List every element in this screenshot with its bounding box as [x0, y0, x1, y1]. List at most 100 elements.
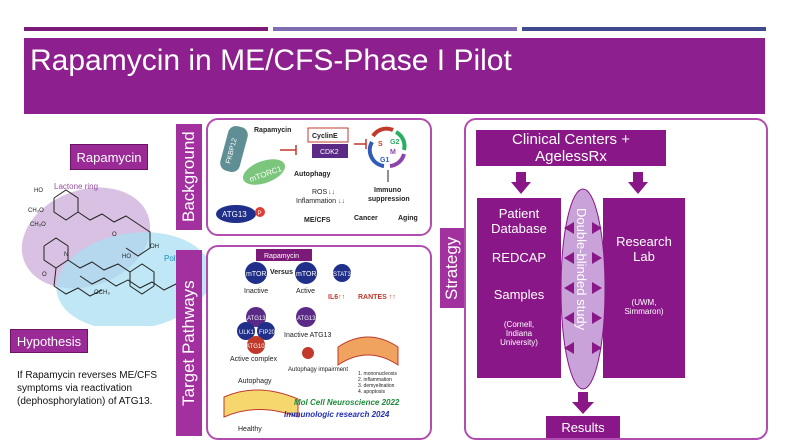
fip20-text: FIP20 — [259, 330, 276, 336]
samples-text: Samples — [493, 287, 545, 302]
clinical-centers-box: Clinical Centers + AgelessRx — [476, 130, 666, 166]
phospho-badge — [255, 207, 265, 217]
active-complex-text: Active complex — [230, 356, 278, 363]
list-item-4: 4. apoptosis — [358, 389, 385, 395]
struct-label-4: OCH₃ — [94, 290, 110, 296]
mtor-right-text: mTOR — [296, 271, 316, 278]
struct-label-7: O — [42, 272, 47, 278]
double-blinded-graphic — [560, 188, 606, 390]
mtor-left-text: mTOR — [246, 271, 266, 278]
arrow-to-lab-icon — [628, 172, 648, 194]
hypothesis-text: If Rapamycin reverses ME/CFS symptoms vi… — [17, 370, 158, 407]
atg101-shape — [247, 336, 265, 354]
struct-label-5: OH — [150, 244, 159, 250]
strategy-section-label: Strategy — [440, 228, 464, 308]
top-bar-1 — [24, 27, 268, 31]
struct-label-9: O — [112, 232, 117, 238]
rantes-text: RANTES ↑↑ — [358, 294, 396, 301]
stat3-text: STAT3 — [333, 272, 351, 278]
autophagy-impairment-text: Autophagy impairment — [288, 367, 348, 373]
inflammation-down-icon: ↓↓ — [338, 198, 345, 205]
slide-title: Rapamycin in ME/CFS-Phase I Pilot — [30, 44, 512, 77]
results-text: Results — [561, 419, 605, 435]
struct-label-1: HO — [34, 188, 43, 194]
cell-cycle-arc-m — [389, 153, 406, 168]
fip20-shape — [257, 322, 275, 340]
cycline-text: CyclinE — [312, 133, 338, 140]
cell-cycle-arc-g1 — [367, 140, 385, 168]
suppression-text: suppression — [368, 196, 410, 203]
phospho-text: P — [258, 211, 262, 217]
cycline-box — [307, 127, 349, 143]
ref2-text: Immunologic research 2024 — [284, 410, 390, 419]
polyketide-highlight — [56, 232, 212, 326]
il6-text: IL6↑↑ — [328, 294, 345, 301]
arrow-to-patient-icon — [511, 172, 531, 194]
autophagy-text: Autophagy — [294, 171, 331, 178]
vessel-inflamed-shape — [337, 336, 399, 366]
struct-label-2: CH₃O — [28, 208, 44, 214]
rapamycin-label: Rapamycin — [70, 144, 148, 170]
ref1-text: Mol Cell Neuroscience 2022 — [294, 398, 400, 407]
database-text: Database — [491, 221, 547, 236]
impairment-icon — [302, 347, 314, 359]
tp-autophagy-text: Autophagy — [238, 378, 272, 385]
inactive-text: Inactive — [244, 288, 268, 295]
university-text: University) — [500, 338, 538, 347]
healthy-text: Healthy — [238, 426, 262, 433]
phase-s: S — [378, 141, 383, 148]
vessel-healthy-shape — [223, 389, 299, 418]
patient-database-box: Patient Database REDCAP Samples (Cornell… — [477, 198, 561, 378]
phase-g2: G2 — [390, 139, 399, 146]
atg13-b-shape — [296, 307, 316, 327]
simmaron-text: Simmaron) — [624, 307, 664, 316]
struct-label-6: HO — [122, 254, 131, 260]
rapamycin-structure: Lactone ring Polyketide HO CH₃O CH₃O OCH… — [21, 182, 212, 326]
aging-text: Aging — [398, 215, 418, 222]
top-bar-3 — [522, 27, 766, 31]
atg13-shape — [216, 205, 256, 223]
mtorc1-shape — [242, 159, 286, 185]
indiana-text: Indiana — [505, 329, 533, 338]
struct-label-3: CH₃O — [30, 222, 46, 228]
phase-m: M — [390, 149, 396, 156]
ulk1-text: ULK1 — [239, 330, 255, 336]
patient-text: Patient — [498, 206, 540, 221]
uwm-text: (UWM, — [631, 298, 657, 307]
mtor-right-shape — [295, 262, 317, 284]
tp-rapamycin-text: Rapamycin — [264, 253, 299, 260]
list-item-1: 1. mononucleosis — [358, 371, 397, 377]
target-pathways-section-label: Target Pathways — [176, 250, 202, 436]
results-box: Results — [546, 416, 620, 438]
redcap-text: REDCAP — [491, 250, 547, 265]
cancer-text: Cancer — [354, 215, 378, 222]
ros-down-icon: ↓↓ — [328, 189, 335, 196]
atg101-text: ATG101 — [246, 344, 269, 350]
atg13-a-shape — [246, 307, 266, 327]
ulk1-shape — [237, 322, 255, 340]
target-pathways-diagram: Rapamycin mTOR Versus mTOR STAT3 Inactiv… — [223, 249, 400, 433]
list-item-2: 2. inflammation — [358, 377, 392, 383]
mecfs-text: ME/CFS — [304, 217, 331, 224]
lab-text: Lab — [633, 249, 655, 264]
cdk2-box — [312, 144, 348, 158]
title-banner — [24, 38, 765, 114]
cdk2-text: CDK2 — [320, 149, 339, 156]
hypothesis-label: Hypothesis — [10, 329, 88, 353]
active-text: Active — [296, 288, 315, 295]
fkbp12-shape — [220, 125, 248, 173]
atg13-a-text: ATG13 — [247, 316, 266, 322]
atg13-text: ATG13 — [222, 210, 247, 219]
struct-label-8: N — [64, 252, 68, 258]
inflammation-text: Inflammation — [296, 198, 336, 205]
background-section-label: Background — [176, 124, 202, 230]
immuno-text: Immuno — [374, 187, 401, 194]
versus-text: Versus — [270, 269, 293, 276]
cell-cycle-arc-s — [371, 126, 394, 138]
cell-cycle-arc-g2 — [394, 130, 407, 151]
clinical-centers-text: Clinical Centers + AgelessRx — [512, 131, 630, 165]
stat3-shape — [333, 264, 351, 282]
background-diagram: FKBP12 Rapamycin mTORC1 CyclinE CDK2 S G… — [216, 125, 418, 224]
double-blinded-text: Double-blinded study — [574, 208, 589, 331]
top-bar-2 — [273, 27, 517, 31]
